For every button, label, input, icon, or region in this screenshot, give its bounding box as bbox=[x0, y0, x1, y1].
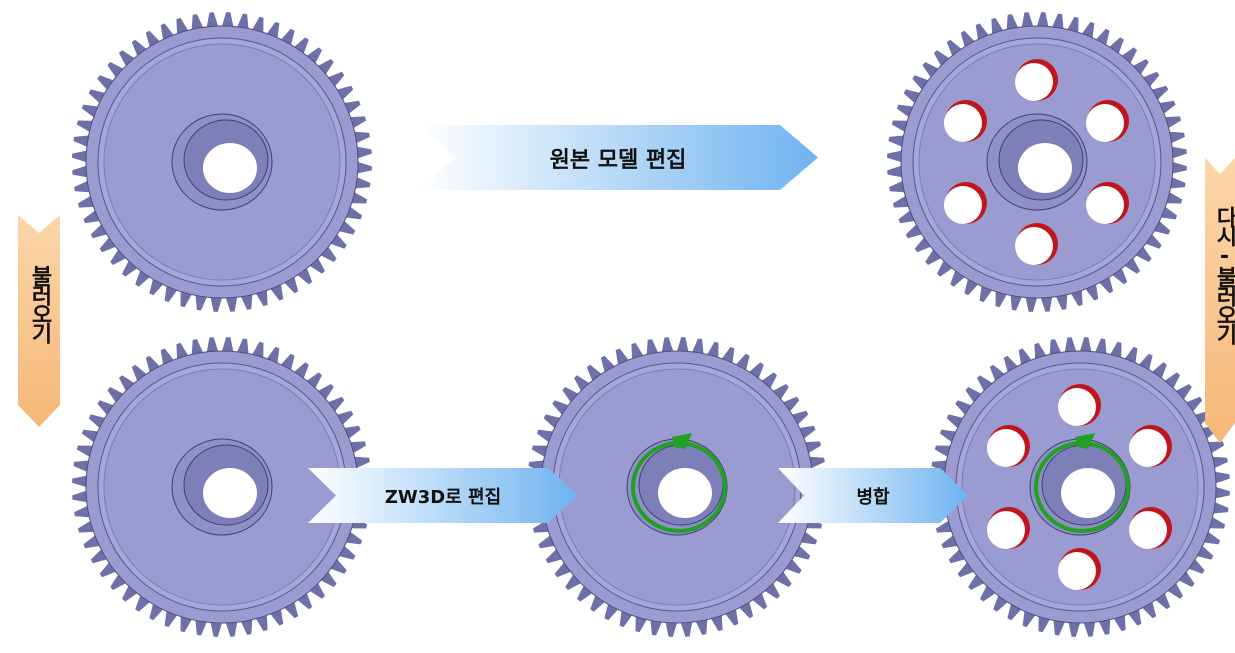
bore bbox=[203, 468, 257, 518]
lightening-hole bbox=[986, 429, 1025, 467]
import-label: 불러오기 bbox=[27, 265, 52, 341]
arrow-shape bbox=[18, 215, 60, 427]
lightening-hole bbox=[943, 104, 982, 142]
lightening-hole bbox=[1015, 227, 1053, 265]
gear-zw3d-edited bbox=[527, 337, 827, 637]
gear-imported bbox=[72, 337, 372, 637]
bore bbox=[1018, 143, 1072, 193]
lightening-hole bbox=[1058, 388, 1096, 426]
bore bbox=[658, 468, 712, 518]
reimport-label: 다시-불러오기 bbox=[1212, 206, 1235, 342]
arrow-shape bbox=[418, 125, 818, 190]
merge-arrow: 병합 bbox=[778, 468, 968, 523]
gear-original bbox=[72, 12, 372, 312]
lightening-hole bbox=[1129, 429, 1168, 467]
lightening-hole bbox=[1015, 63, 1053, 101]
lightening-hole bbox=[1086, 186, 1125, 224]
lightening-hole bbox=[1086, 104, 1125, 142]
lightening-hole bbox=[943, 186, 982, 224]
arrow-shape bbox=[308, 468, 578, 523]
arrow-shape bbox=[778, 468, 968, 523]
import-arrow: 불러오기 bbox=[18, 215, 60, 427]
edit-zw3d-arrow: ZW3D로 편집 bbox=[308, 468, 578, 523]
merge-label: 병합 bbox=[856, 486, 890, 508]
bore bbox=[1061, 468, 1115, 518]
gear-merged bbox=[930, 337, 1230, 637]
gear-edited-original bbox=[887, 12, 1187, 312]
lightening-hole bbox=[1129, 511, 1168, 549]
edit-original-arrow: 원본 모델 편집 bbox=[418, 125, 818, 190]
lightening-hole bbox=[986, 511, 1025, 549]
edit-original-label: 원본 모델 편집 bbox=[549, 147, 687, 173]
arrow-shape bbox=[1205, 158, 1235, 443]
edit-feature-marker bbox=[672, 433, 692, 449]
reimport-arrow: 다시-불러오기 bbox=[1205, 158, 1235, 443]
edit-zw3d-label: ZW3D로 편집 bbox=[384, 486, 502, 508]
lightening-hole bbox=[1058, 552, 1096, 590]
edit-feature-marker bbox=[1075, 433, 1095, 449]
bore bbox=[203, 143, 257, 193]
